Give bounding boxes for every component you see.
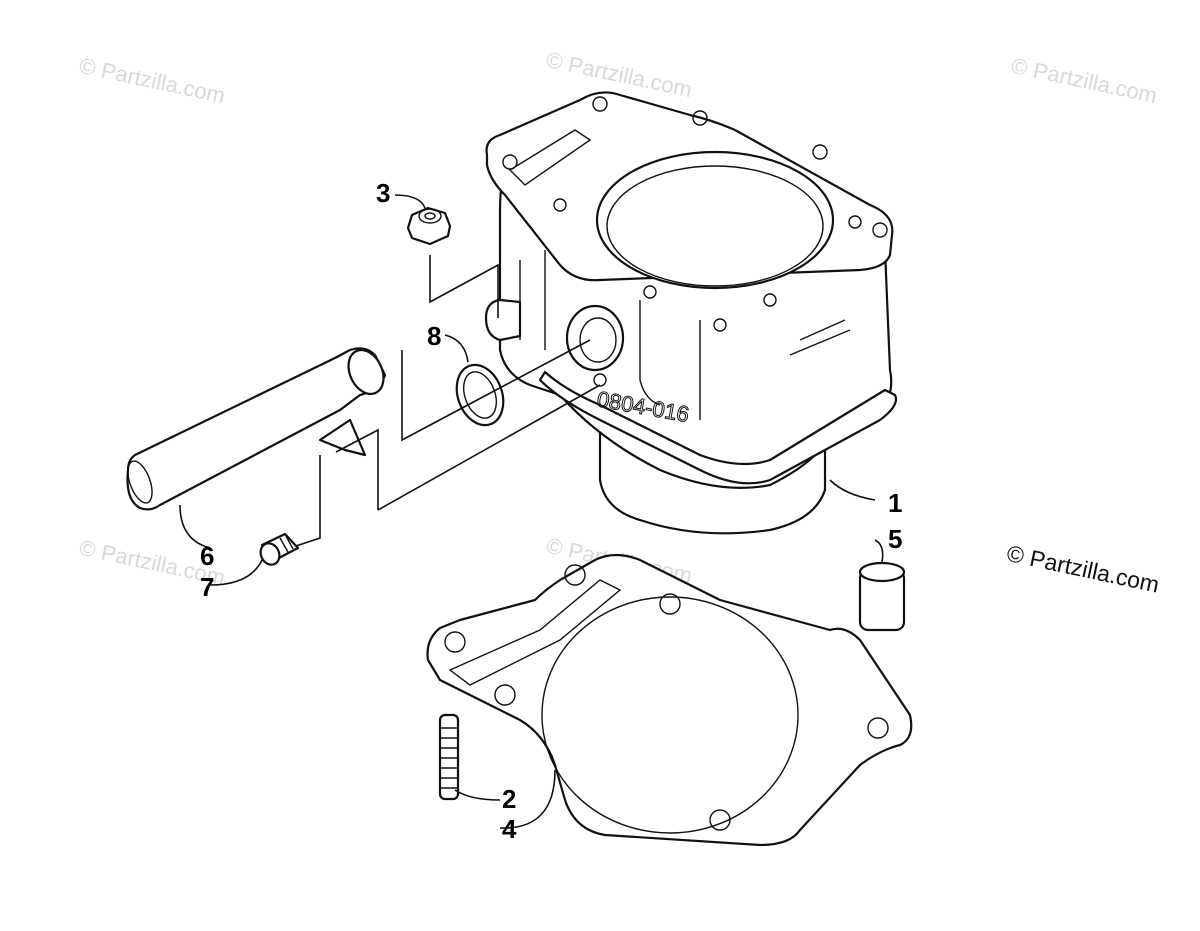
callout-7: 7 bbox=[200, 572, 214, 602]
callout-8: 8 bbox=[427, 321, 441, 351]
dowel-stud-part bbox=[438, 713, 460, 801]
flange-nut-part bbox=[406, 206, 452, 246]
o-ring-part bbox=[455, 363, 505, 427]
callout-3: 3 bbox=[376, 178, 390, 208]
callout-2: 2 bbox=[502, 784, 516, 814]
water-pipe-part bbox=[126, 347, 387, 511]
leader-lines bbox=[179, 194, 884, 829]
cylinder-part: 0804-016 bbox=[484, 91, 898, 535]
callout-5: 5 bbox=[888, 524, 902, 554]
gasket-part bbox=[426, 553, 913, 847]
screw-part bbox=[259, 532, 300, 566]
callout-6: 6 bbox=[200, 541, 214, 571]
callouts: 1 2 3 4 5 6 7 8 bbox=[200, 178, 902, 844]
callout-4: 4 bbox=[502, 814, 517, 844]
callout-1: 1 bbox=[888, 488, 902, 518]
dowel-sleeve-part bbox=[858, 561, 906, 632]
